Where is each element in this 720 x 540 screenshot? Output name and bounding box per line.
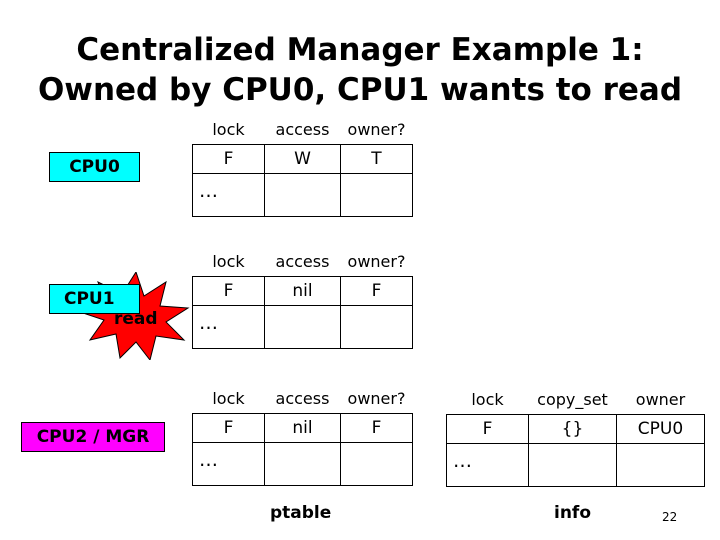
cell-ellipsis: … [192,442,265,486]
cpu1-box: CPU1 [49,284,140,314]
title-line-1: Centralized Manager Example 1: [76,32,644,68]
cpu1-ptable: lock access owner? F nil F … [192,246,413,349]
cell-empty [528,443,617,487]
cpu0-ptable: lock access owner? F W T … [192,114,413,217]
cell-empty [264,305,341,349]
header-lock: lock [212,251,245,271]
header-access: access [275,119,330,139]
header-copy-set: copy_set [537,389,608,409]
header-lock: lock [471,389,504,409]
header-owner: owner? [347,119,406,139]
cpu2-mgr-box: CPU2 / MGR [21,422,165,452]
cell-owner: F [340,413,413,443]
cell-empty [340,173,413,217]
cell-empty [340,442,413,486]
read-action-label: read [114,309,158,329]
mgr-ptable: lock access owner? F nil F … [192,383,413,486]
header-access: access [275,251,330,271]
cell-empty [616,443,705,487]
cell-access: W [264,144,341,174]
info-label: info [554,503,592,523]
cell-empty [340,305,413,349]
cell-lock: F [192,276,265,306]
slide-title: Centralized Manager Example 1: Owned by … [0,30,720,110]
cell-access: nil [264,276,341,306]
cpu0-box: CPU0 [49,152,140,182]
cell-lock: F [446,414,529,444]
mgr-info-table: lock copy_set owner F {} CPU0 … [446,384,705,487]
header-owner: owner [635,389,686,409]
cell-owner: CPU0 [616,414,705,444]
header-lock: lock [212,388,245,408]
cell-access: nil [264,413,341,443]
cell-empty [264,173,341,217]
cell-copy-set: {} [528,414,617,444]
ptable-label: ptable [270,503,332,523]
cell-ellipsis: … [446,443,529,487]
cell-ellipsis: … [192,173,265,217]
cell-owner: T [340,144,413,174]
cell-lock: F [192,144,265,174]
cell-empty [264,442,341,486]
header-lock: lock [212,119,245,139]
header-owner: owner? [347,251,406,271]
header-owner: owner? [347,388,406,408]
cell-lock: F [192,413,265,443]
cell-ellipsis: … [192,305,265,349]
page-number: 22 [662,510,678,524]
cell-owner: F [340,276,413,306]
header-access: access [275,388,330,408]
title-line-2: Owned by CPU0, CPU1 wants to read [37,72,683,108]
